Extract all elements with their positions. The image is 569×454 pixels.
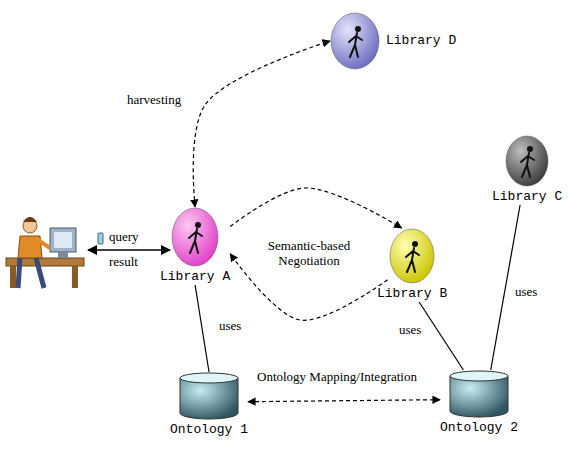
cylinder-shape	[449, 370, 509, 418]
user-icon	[6, 217, 84, 288]
node-label: Library C	[492, 189, 562, 205]
ellipse-shape	[389, 228, 435, 284]
line-label: result	[108, 254, 139, 269]
ontology-store: Ontology 1	[170, 372, 248, 438]
edge-label: harvesting	[126, 92, 182, 107]
library-agent: Library B	[377, 228, 447, 302]
device-icon	[98, 233, 103, 244]
connector-line	[195, 285, 209, 372]
library-agent: Library C	[492, 135, 562, 205]
ontology-store: Ontology 2	[440, 370, 518, 436]
dashed-connector	[248, 400, 440, 402]
node-label: Library B	[377, 286, 447, 302]
query-line	[88, 249, 170, 251]
ellipse-shape	[330, 12, 380, 70]
connector-line	[419, 302, 463, 370]
ellipse-shape	[171, 207, 219, 267]
node-label: Library D	[386, 33, 456, 49]
edge-label: uses	[218, 318, 242, 333]
library-agent: Library D	[330, 12, 456, 70]
edge-label: Semantic-based Negotiation	[252, 238, 366, 268]
edge-label: uses	[514, 284, 538, 299]
dashed-connector	[230, 188, 401, 228]
line-label: query	[108, 229, 140, 244]
cylinder-shape	[179, 372, 239, 420]
node-label: Ontology 1	[170, 422, 248, 438]
ellipse-shape	[505, 135, 549, 187]
library-agent: Library A	[160, 207, 230, 285]
dashed-connector	[193, 41, 330, 207]
edge-label: Ontology Mapping/Integration	[256, 369, 418, 384]
node-label: Ontology 2	[440, 420, 518, 436]
edge-label: uses	[398, 322, 422, 337]
node-label: Library A	[160, 269, 230, 285]
